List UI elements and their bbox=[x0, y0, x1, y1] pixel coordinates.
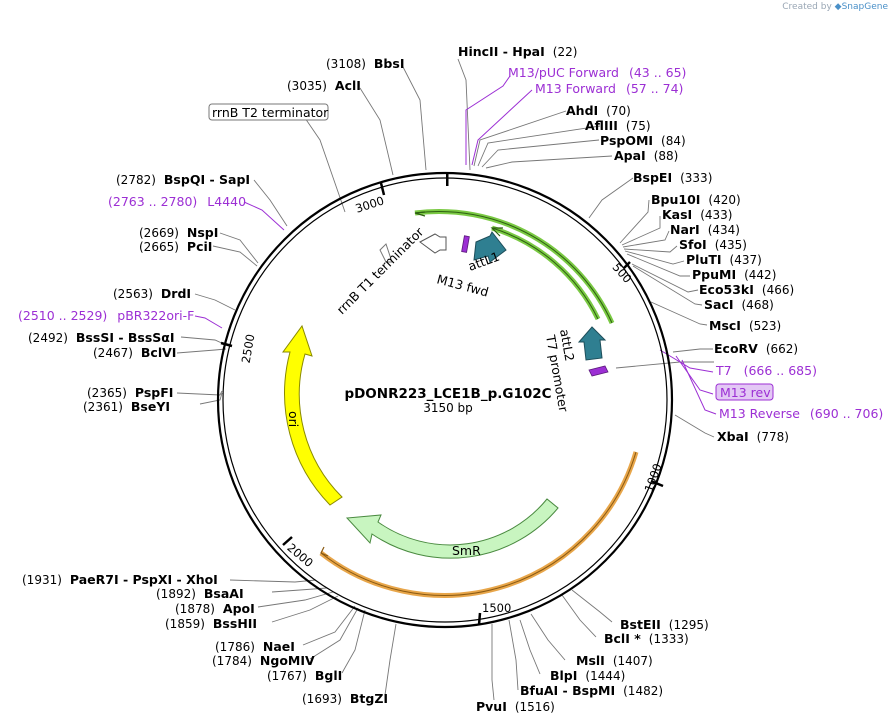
site-besshii: (1859)BssHII bbox=[165, 616, 257, 631]
plasmid-length: 3150 bp bbox=[423, 401, 473, 415]
orange-region-line bbox=[320, 451, 637, 596]
attl1-label: attL1 bbox=[466, 249, 502, 274]
smr-feature bbox=[345, 498, 559, 559]
site-pvui: PvuI(1516) bbox=[476, 699, 555, 714]
insert-arc-outer bbox=[414, 208, 615, 325]
tick-1500: 1500 bbox=[482, 601, 511, 615]
site-bgli: (1767)BglI bbox=[267, 668, 342, 683]
site-pspfi: (2365)PspFI bbox=[87, 385, 173, 400]
insert-arrowhead-inner bbox=[490, 227, 503, 237]
site-pcii: (2665)PciI bbox=[139, 239, 212, 254]
insert-arrowhead-outer bbox=[414, 211, 426, 217]
m13-fwd-label: M13 fwd bbox=[435, 271, 490, 299]
site-bfuai-bspmi: BfuAI - BspMI(1482) bbox=[520, 683, 663, 698]
ori-label: ori bbox=[286, 411, 301, 427]
tick-2500: 2500 bbox=[239, 333, 258, 364]
site-btgzi: (1693)BtgZI bbox=[302, 691, 388, 706]
site-kasi: KasI(433) bbox=[662, 207, 733, 222]
site-bspei: BspEI(333) bbox=[633, 170, 712, 185]
rrnb-t2-label-box bbox=[208, 103, 329, 121]
site-msli: MslI(1407) bbox=[576, 653, 653, 668]
site-ecorv: EcoRV(662) bbox=[714, 341, 798, 356]
site-bclvi: (2467)BclVI bbox=[93, 345, 176, 360]
insert-arc-inner-line bbox=[491, 227, 599, 320]
m13-fwd-feature bbox=[461, 235, 470, 253]
site-bsaai: (1892)BsaAI bbox=[156, 586, 244, 601]
tick-marks bbox=[220, 182, 664, 626]
primer-t7: T7(666 .. 685) bbox=[715, 363, 817, 378]
site-pspomi: PspOMI(84) bbox=[600, 133, 686, 148]
rrnb-t2-label: rrnB T2 terminator bbox=[212, 105, 329, 120]
t7-promoter-feature bbox=[588, 365, 609, 377]
tick-500: 500 bbox=[610, 260, 635, 286]
credit-text: Created by bbox=[782, 2, 832, 12]
snapgene-credit: Created by ◆SnapGene bbox=[782, 2, 888, 12]
site-ppumi: PpuMI(442) bbox=[692, 267, 776, 282]
insert-arc-outer-line bbox=[414, 210, 613, 324]
site-naei: (1786)NaeI bbox=[215, 639, 295, 654]
site-saci: SacI(468) bbox=[704, 297, 774, 312]
orange-arrowhead bbox=[320, 546, 329, 557]
credit-brand: SnapGene bbox=[841, 2, 888, 12]
site-afliii: AflIII(75) bbox=[585, 118, 651, 133]
site-ngomiv: (1784)NgoMIV bbox=[212, 653, 315, 668]
site-blpi: BlpI(1444) bbox=[550, 668, 625, 683]
snapgene-logo-icon: ◆ bbox=[834, 2, 842, 12]
site-hincii-hpai: HincII - HpaI(22) bbox=[458, 44, 577, 59]
site-bsteii: BstEII(1295) bbox=[620, 617, 709, 632]
site-sfoi: SfoI(435) bbox=[679, 237, 747, 252]
site-bseyi: (2361)BseYI bbox=[83, 399, 170, 414]
attl2-label: attL2 bbox=[557, 328, 577, 363]
primer-lines bbox=[194, 75, 717, 415]
primer-m13-rev-box bbox=[715, 383, 774, 401]
plasmid-name: pDONR223_LCE1B_p.G102C bbox=[344, 386, 551, 402]
site-bspqi-sapi: (2782)BspQI - SapI bbox=[116, 172, 250, 187]
attl1-feature bbox=[473, 231, 507, 263]
site-acli: (3035)AclI bbox=[287, 78, 361, 93]
rrnb-t1-label: rrnB T1 terminator bbox=[334, 224, 427, 317]
site-nari: NarI(434) bbox=[670, 222, 740, 237]
site-apoi: (1878)ApoI bbox=[175, 601, 255, 616]
primer-l4440: (2763 .. 2780)L4440 bbox=[108, 194, 246, 209]
primer-m13-puc-forward: M13/pUC Forward(43 .. 65) bbox=[508, 65, 686, 80]
site-bpu10i: Bpu10I(420) bbox=[651, 192, 741, 207]
site-nspi: (2669)NspI bbox=[139, 225, 218, 240]
rrnb-t1-feature bbox=[419, 233, 447, 254]
site-bbsi: (3108)BbsI bbox=[326, 56, 404, 71]
tick-3000: 3000 bbox=[354, 193, 386, 215]
site-msci: MscI(523) bbox=[709, 318, 781, 333]
backbone-outer bbox=[216, 171, 674, 629]
ori-feature bbox=[282, 324, 343, 506]
smr-label: SmR bbox=[452, 543, 481, 558]
primer-pbr322ori-f: (2510 .. 2529)pBR322ori-F bbox=[18, 308, 194, 323]
rrnb-t2-feature bbox=[379, 243, 393, 263]
site-drdi: (2563)DrdI bbox=[113, 286, 191, 301]
attl2-feature bbox=[577, 326, 607, 361]
primer-m13-rev: M13 rev bbox=[720, 385, 771, 400]
site-apai: ApaI(88) bbox=[614, 148, 678, 163]
backbone-inner bbox=[222, 177, 668, 623]
tick-1000: 1000 bbox=[642, 462, 665, 494]
site-paer7i-pspxi-xhoi: (1931)PaeR7I - PspXI - XhoI bbox=[22, 572, 218, 587]
leader-lines bbox=[176, 58, 715, 701]
site-ahdi: AhdI(70) bbox=[566, 103, 631, 118]
site-bcli: BclI *(1333) bbox=[604, 631, 689, 646]
origin-mark bbox=[446, 172, 449, 186]
primer-m13-forward: M13 Forward(57 .. 74) bbox=[535, 81, 683, 96]
site-xbai: XbaI(778) bbox=[717, 429, 789, 444]
site-eco53ki: Eco53kI(466) bbox=[699, 282, 794, 297]
site-pluti: PluTI(437) bbox=[686, 252, 762, 267]
site-bsssi-bsssai: (2492)BssSI - BssSαI bbox=[28, 330, 175, 345]
primer-m13-reverse: M13 Reverse(690 .. 706) bbox=[719, 406, 883, 421]
